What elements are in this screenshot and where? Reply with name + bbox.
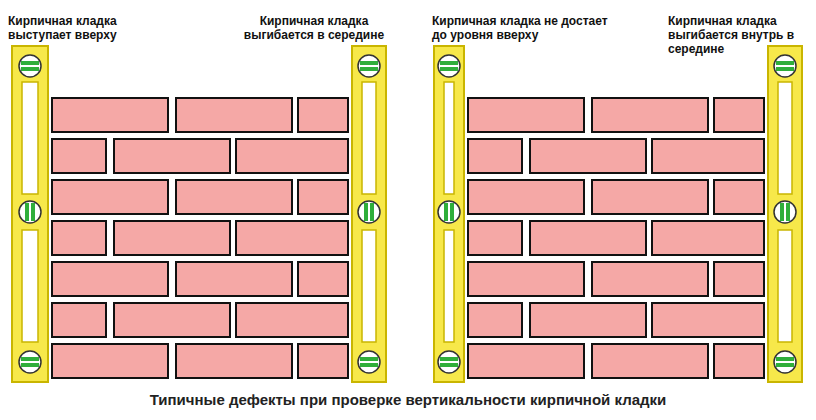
brick [236, 303, 348, 337]
brick [236, 221, 348, 255]
brick [714, 344, 764, 378]
brick-wall [52, 98, 348, 378]
brick [298, 262, 348, 296]
brick [468, 221, 522, 255]
brick [176, 344, 292, 378]
brick-wall [468, 98, 764, 378]
brick [714, 98, 764, 132]
spirit-level [352, 46, 386, 382]
brick [114, 139, 230, 173]
caption: Типичные дефекты при проверке вертикальн… [40, 391, 776, 408]
brick [714, 180, 764, 214]
brick [592, 98, 708, 132]
brick [52, 344, 168, 378]
brick [52, 221, 106, 255]
defect-label: Кирпичная кладка выгибается внутрь в сер… [668, 14, 802, 56]
brick [652, 139, 764, 173]
brick [592, 180, 708, 214]
defect-label: Кирпичная кладка выступает вверху [8, 14, 158, 42]
brick [176, 98, 292, 132]
spirit-level [768, 46, 802, 382]
brick [298, 180, 348, 214]
brick [52, 262, 168, 296]
brick [652, 221, 764, 255]
brick [468, 262, 584, 296]
brick [592, 344, 708, 378]
brick [52, 98, 168, 132]
brick [468, 344, 584, 378]
brick [52, 180, 168, 214]
brick [468, 303, 522, 337]
brick [714, 262, 764, 296]
defect-label: Кирпичная кладка не достает до уровня вв… [432, 14, 614, 42]
brick [52, 303, 106, 337]
brick [176, 180, 292, 214]
brick [114, 221, 230, 255]
defect-label: Кирпичная кладка выгибается в середине [238, 14, 390, 42]
brick [530, 139, 646, 173]
brick [298, 98, 348, 132]
brick [530, 303, 646, 337]
spirit-level [434, 46, 464, 382]
brick [530, 221, 646, 255]
brick [236, 139, 348, 173]
spirit-level [12, 46, 48, 382]
brick [468, 139, 522, 173]
brick [298, 344, 348, 378]
brick [592, 262, 708, 296]
brick [176, 262, 292, 296]
brick [114, 303, 230, 337]
brick [652, 303, 764, 337]
brick [468, 180, 584, 214]
brick [468, 98, 584, 132]
brick [52, 139, 106, 173]
